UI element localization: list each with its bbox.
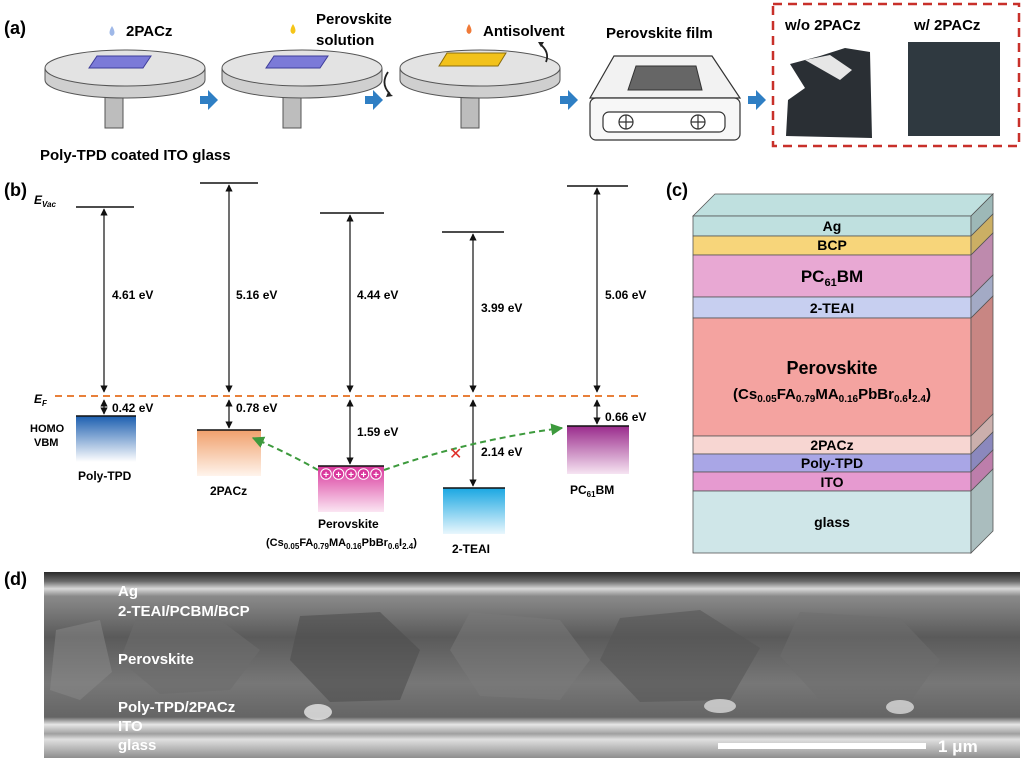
- droplet-icon: [109, 26, 115, 36]
- scale-bar: [718, 743, 926, 749]
- rotation-arrow-icon: [383, 71, 391, 95]
- name-perovskite: Perovskite: [318, 517, 379, 531]
- band-2pacz: [197, 430, 261, 476]
- layer-label-glass: glass: [814, 514, 850, 530]
- drop-perovskite-label-2: solution: [316, 32, 374, 49]
- layer-label-bcp: BCP: [817, 237, 847, 253]
- sem-label-ag: Ag: [118, 583, 138, 600]
- sem-label-top-stack: 2-TEAI/PCBM/BCP: [118, 603, 250, 620]
- name-2pacz: 2PACz: [210, 484, 247, 498]
- layer-label-pcbm: PC61BM: [801, 267, 863, 289]
- gap-perovskite-vac: 4.44 eV: [357, 288, 398, 302]
- sem-label-glass: glass: [118, 737, 156, 754]
- hole-plus-sign: +: [336, 470, 342, 481]
- hole-marker: [320, 468, 332, 480]
- panel-d-label: (d): [4, 569, 27, 589]
- hole-marker: [357, 468, 370, 480]
- substrate-1: [88, 55, 152, 69]
- layer-label-perovskite: Perovskite: [786, 358, 877, 378]
- photo-with-label: w/ 2PACz: [913, 17, 980, 34]
- photo-film-with: [908, 42, 1000, 136]
- hole-marker: [370, 468, 382, 480]
- layer-side-glass: [970, 468, 994, 554]
- layer-label-2pacz: 2PACz: [810, 437, 853, 453]
- gap-2teai-fermi: 2.14 eV: [481, 445, 522, 459]
- right-arrow-icon: [200, 90, 218, 110]
- panel-a-label: (a): [4, 18, 26, 38]
- band-2teai: [443, 488, 505, 534]
- layer-label-polytpd: Poly-TPD: [801, 455, 863, 471]
- photo-without-label: w/o 2PACz: [784, 17, 861, 34]
- gap-polytpd-vac: 4.61 eV: [112, 288, 153, 302]
- layer-label-ag: Ag: [823, 218, 842, 234]
- perovskite-layer-wet: [438, 52, 507, 67]
- layer-glass: [692, 490, 972, 554]
- gap-2pacz-fermi: 0.78 eV: [236, 401, 277, 415]
- sem-label-perovskite: Perovskite: [118, 651, 194, 668]
- ef-label: EF: [34, 392, 48, 408]
- right-arrow-icon: [560, 90, 578, 110]
- rotation-arrow-head: [386, 92, 393, 97]
- layer-label-perovskite-formula: (Cs0.05FA0.79MA0.16PbBr0.6I2.4): [733, 386, 931, 405]
- drop-perovskite-label-1: Perovskite: [316, 11, 392, 28]
- layer-perovskite: [692, 317, 972, 437]
- drop-2pacz-label: 2PACz: [126, 23, 172, 40]
- hole-transfer-arrow: [251, 436, 319, 471]
- droplet-icon: [466, 24, 472, 34]
- sem-label-bottom-stack: Poly-TPD/2PACz: [118, 699, 235, 716]
- film-label: Perovskite film: [606, 25, 713, 42]
- hole-markers: + + + + +: [320, 468, 382, 481]
- hotplate-icon: [588, 55, 742, 141]
- name-pcbm: PC61BM: [570, 483, 614, 499]
- perovskite-formula: (Cs0.05FA0.79MA0.16PbBr0.6I2.4): [266, 537, 417, 551]
- hole-marker: [345, 468, 357, 480]
- sem-cross-section-image: [44, 572, 1020, 758]
- perovskite-film-sample: [627, 65, 703, 91]
- hole-marker: [332, 468, 345, 480]
- photo-box: [771, 2, 1021, 148]
- hole-plus-sign: +: [373, 470, 379, 481]
- electron-transfer-arrow: [383, 423, 564, 471]
- hole-plus-sign: +: [348, 470, 354, 481]
- right-arrow-icon: [748, 90, 766, 110]
- blocked-mark-icon: ✕: [449, 446, 462, 463]
- drop-antisolvent-label: Antisolvent: [483, 23, 565, 40]
- panel-c-label: (c): [666, 180, 688, 200]
- photo-defect: [805, 55, 852, 80]
- panel-b-label: (b): [4, 180, 27, 200]
- rotation-arrow-head: [538, 42, 544, 47]
- band-pcbm: [567, 426, 629, 474]
- layer-label-2teai: 2-TEAI: [810, 300, 854, 316]
- hole-plus-sign: +: [323, 470, 329, 481]
- gap-pcbm-vac: 5.06 eV: [605, 288, 646, 302]
- droplet-icon: [290, 24, 296, 34]
- evac-label: EVac: [34, 193, 57, 209]
- hole-plus-sign: +: [361, 470, 367, 481]
- gap-2pacz-vac: 5.16 eV: [236, 288, 277, 302]
- spin-coater-icon: [399, 49, 561, 129]
- spin-coater-icon: [44, 49, 206, 129]
- substrate-2: [265, 55, 329, 69]
- homo-label: HOMO: [30, 423, 65, 435]
- sem-label-ito: ITO: [118, 718, 143, 735]
- stack-top-face: [692, 193, 994, 217]
- right-arrow-icon: [365, 90, 383, 110]
- scale-bar-label: 1 μm: [938, 737, 978, 756]
- vbm-label: VBM: [34, 437, 58, 449]
- gap-2teai-vac: 3.99 eV: [481, 301, 522, 315]
- gap-pcbm-fermi: 0.66 eV: [605, 410, 646, 424]
- name-2teai: 2-TEAI: [452, 542, 490, 556]
- gap-polytpd-fermi: 0.42 eV: [112, 401, 153, 415]
- name-polytpd: Poly-TPD: [78, 469, 132, 483]
- gap-perovskite-fermi: 1.59 eV: [357, 425, 398, 439]
- layer-label-ito: ITO: [820, 474, 843, 490]
- layer-side-perovskite: [970, 295, 994, 437]
- spin-coater-icon: [221, 49, 383, 129]
- band-polytpd: [76, 416, 136, 462]
- substrate-caption: Poly-TPD coated ITO glass: [40, 147, 231, 164]
- layer-pcbm: [692, 254, 972, 298]
